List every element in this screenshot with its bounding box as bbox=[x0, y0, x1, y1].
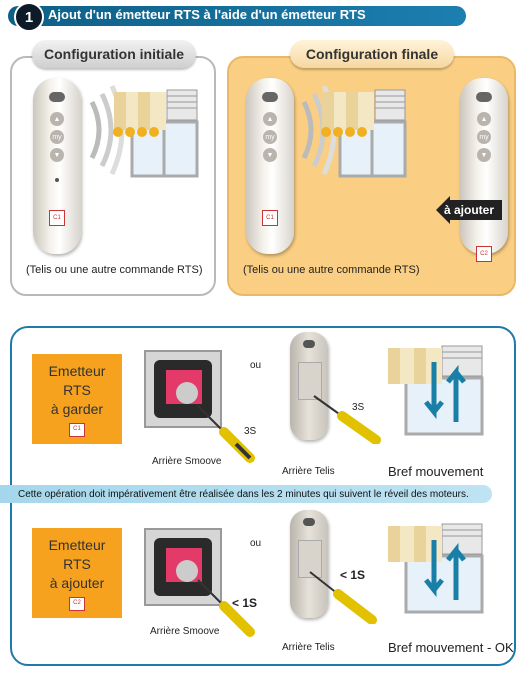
telis-back-compartment bbox=[298, 540, 322, 578]
remote-up-button: ▲ bbox=[50, 112, 64, 126]
screwdriver-icon bbox=[197, 579, 255, 637]
box-line-2: RTS bbox=[63, 555, 91, 572]
remote-label: C1 bbox=[262, 210, 278, 226]
screwdriver-icon bbox=[197, 405, 255, 463]
box-line-2: RTS bbox=[63, 381, 91, 398]
or-label: ou bbox=[250, 538, 262, 549]
transmitter-to-add-box: Emetteur RTS à ajouter C2 bbox=[32, 528, 122, 618]
smoove-battery bbox=[176, 560, 198, 582]
box-label: C2 bbox=[69, 596, 85, 611]
result-add: Bref mouvement - OK bbox=[388, 640, 514, 655]
remote-led-icon bbox=[55, 178, 59, 182]
screwdriver-icon bbox=[313, 395, 381, 444]
tab-final-config: Configuration finale bbox=[290, 40, 454, 68]
timing-banner: Cette opération doit impérativement être… bbox=[0, 485, 492, 503]
telis-back-image bbox=[290, 510, 328, 618]
window-moving-awning-icon bbox=[388, 523, 484, 614]
add-arrow-body bbox=[450, 200, 502, 220]
box-label: C1 bbox=[69, 422, 85, 437]
remote-label-c2: C2 bbox=[476, 246, 492, 262]
remote-label: C1 bbox=[49, 210, 65, 226]
window-with-awning-icon bbox=[321, 89, 407, 178]
remote-up-button: ▲ bbox=[263, 112, 277, 126]
add-arrow-label: à ajouter bbox=[444, 203, 495, 217]
caption-initial: (Telis ou une autre commande RTS) bbox=[26, 264, 203, 276]
remote-top-hole bbox=[262, 92, 278, 102]
smoove-battery bbox=[176, 382, 198, 404]
remote-top-hole bbox=[303, 518, 315, 526]
smoove-time-label: < 1S bbox=[232, 596, 258, 610]
telis-remote-final-c2: ▲ my ▼ bbox=[460, 78, 508, 254]
remote-my-button: my bbox=[477, 130, 491, 144]
remote-down-button: ▼ bbox=[50, 148, 64, 162]
box-line-3: à ajouter bbox=[49, 574, 105, 591]
telis-remote-initial: ▲ my ▼ C1 bbox=[33, 78, 81, 254]
telis-caption: Arrière Telis bbox=[282, 466, 335, 477]
section-number: 1 bbox=[14, 2, 44, 32]
remote-top-hole bbox=[476, 92, 492, 102]
tab-initial-config: Configuration initiale bbox=[32, 40, 196, 68]
section-title: Ajout d'un émetteur RTS à l'aide d'un ém… bbox=[48, 7, 366, 22]
smoove-caption: Arrière Smoove bbox=[150, 626, 220, 637]
smoove-back-image bbox=[144, 350, 222, 428]
smoove-time-label: 3S bbox=[244, 426, 257, 437]
telis-back-image bbox=[290, 332, 328, 440]
telis-back-compartment bbox=[298, 362, 322, 400]
screwdriver-icon bbox=[309, 571, 377, 624]
caption-final: (Telis ou une autre commande RTS) bbox=[243, 264, 420, 276]
box-line-1: Emetteur bbox=[48, 362, 106, 379]
remote-top-hole bbox=[303, 340, 315, 348]
telis-time-label: < 1S bbox=[340, 568, 366, 582]
or-label: ou bbox=[250, 360, 262, 371]
window-moving-awning-icon bbox=[388, 345, 484, 436]
remote-top-hole bbox=[49, 92, 65, 102]
telis-remote-final-c1: ▲ my ▼ C1 bbox=[246, 78, 294, 254]
remote-up-button: ▲ bbox=[477, 112, 491, 126]
smoove-caption: Arrière Smoove bbox=[152, 456, 222, 467]
remote-down-button: ▼ bbox=[263, 148, 277, 162]
result-keep: Bref mouvement bbox=[388, 464, 484, 479]
telis-time-label: 3S bbox=[352, 402, 365, 413]
remote-my-button: my bbox=[50, 130, 64, 144]
transmitter-to-keep-box: Emetteur RTS à garder C1 bbox=[32, 354, 122, 444]
add-arrow-icon bbox=[436, 196, 450, 224]
remote-my-button: my bbox=[263, 130, 277, 144]
smoove-back-image bbox=[144, 528, 222, 606]
section-header-bar bbox=[8, 6, 466, 26]
box-line-1: Emetteur bbox=[48, 536, 106, 553]
box-line-3: à garder bbox=[50, 400, 104, 417]
telis-caption: Arrière Telis bbox=[282, 642, 335, 653]
window-with-awning-icon bbox=[113, 89, 199, 178]
remote-down-button: ▼ bbox=[477, 148, 491, 162]
